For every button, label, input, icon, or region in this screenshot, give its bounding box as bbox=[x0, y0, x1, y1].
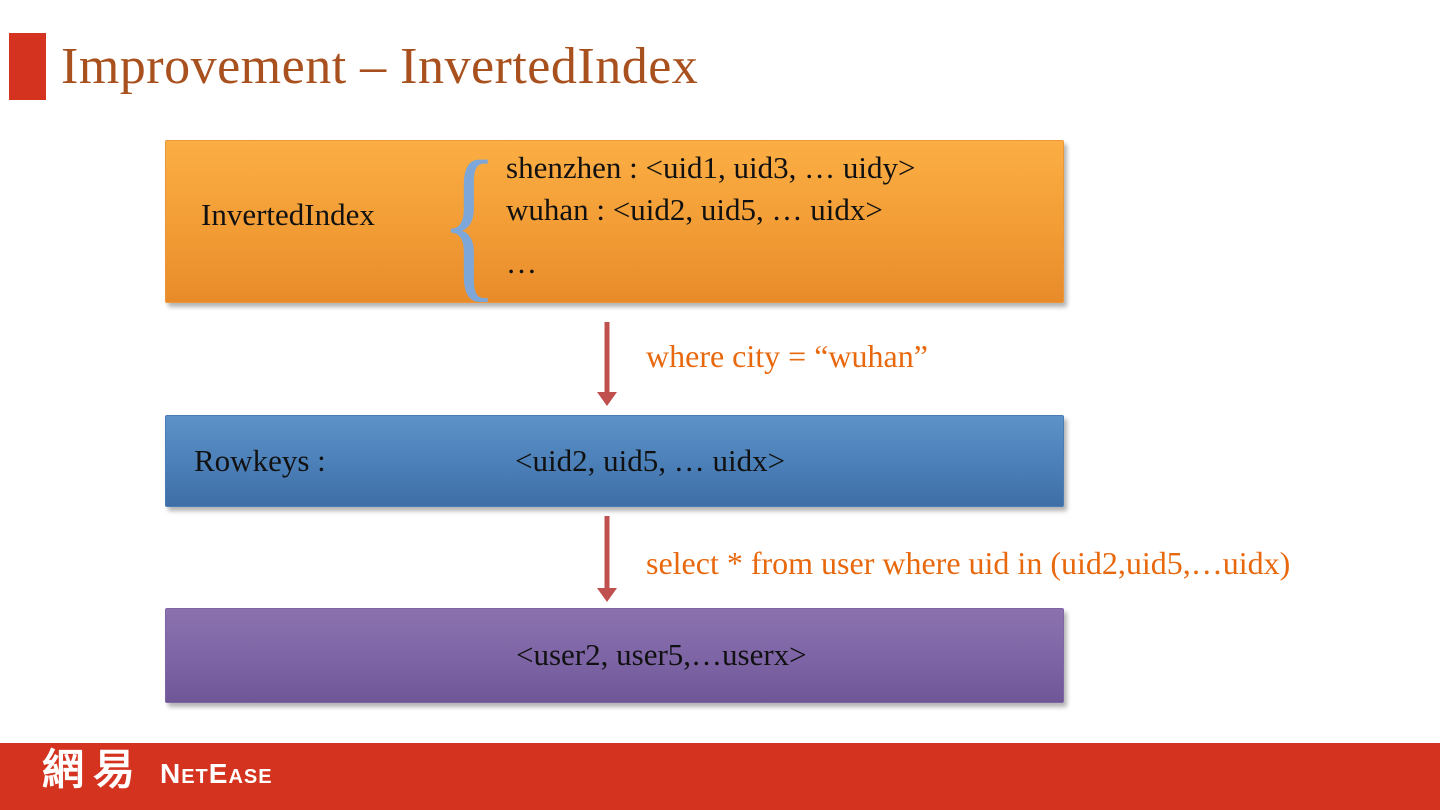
inverted-index-label: InvertedIndex bbox=[201, 197, 375, 232]
index-entry-shenzhen: shenzhen : <uid1, uid3, … uidy> bbox=[506, 150, 916, 185]
arrow-stem bbox=[604, 322, 610, 392]
netease-wordmark: NetEase bbox=[160, 758, 273, 789]
footer-bar: 網易 NetEase bbox=[0, 743, 1440, 810]
down-arrow-2-icon bbox=[595, 516, 619, 602]
index-entry-ellipsis: … bbox=[506, 245, 537, 280]
brace-icon: { bbox=[439, 127, 500, 317]
index-entry-wuhan: wuhan : <uid2, uid5, … uidx> bbox=[506, 192, 883, 227]
arrow-head bbox=[597, 588, 617, 602]
rowkeys-box: Rowkeys : <uid2, uid5, … uidx> bbox=[165, 415, 1064, 507]
inverted-index-box: InvertedIndex { shenzhen : <uid1, uid3, … bbox=[165, 127, 1064, 317]
title-accent-square bbox=[9, 33, 46, 100]
arrow-stem bbox=[604, 516, 610, 588]
down-arrow-1-icon bbox=[595, 322, 619, 406]
rowkeys-label: Rowkeys : bbox=[194, 443, 326, 478]
netease-cjk-logo: 網易 bbox=[42, 745, 145, 794]
where-clause-annotation: where city = “wuhan” bbox=[646, 338, 928, 374]
result-box: <user2, user5,…userx> bbox=[165, 608, 1064, 703]
select-query-annotation: select * from user where uid in (uid2,ui… bbox=[646, 545, 1291, 581]
page-title: Improvement – InvertedIndex bbox=[61, 38, 699, 95]
rowkeys-value: <uid2, uid5, … uidx> bbox=[515, 443, 786, 478]
result-value: <user2, user5,…userx> bbox=[516, 637, 807, 672]
arrow-head bbox=[597, 392, 617, 406]
